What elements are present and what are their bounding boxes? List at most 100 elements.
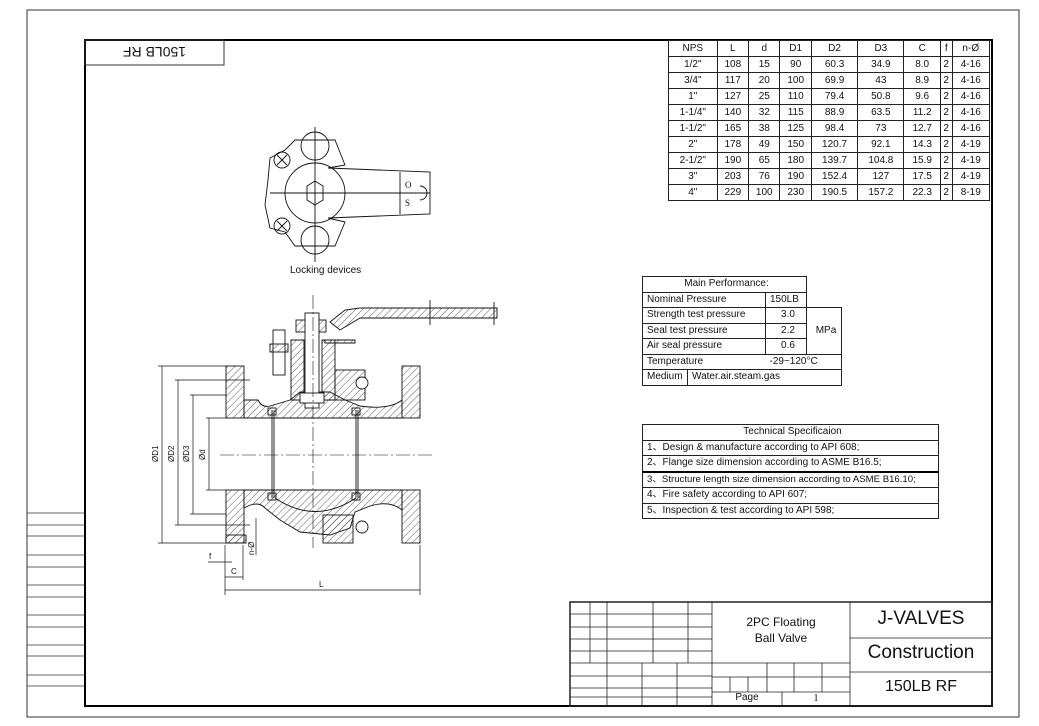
dim-f: f <box>209 552 212 561</box>
table-cell: 20 <box>748 72 781 89</box>
open-mark: O <box>405 180 412 190</box>
table-cell: 110 <box>779 88 812 105</box>
air-label: Air seal pressure <box>642 338 766 355</box>
table-cell: 34.9 <box>857 56 905 73</box>
inner-border <box>84 39 993 707</box>
table-cell: 65 <box>748 152 781 169</box>
table-cell: 49 <box>748 136 781 153</box>
rotated-size-label: 150LB RF <box>122 44 187 61</box>
table-cell: 50.8 <box>857 88 905 105</box>
table-cell: 8.0 <box>903 56 941 73</box>
pressure-unit: MPa <box>806 307 842 355</box>
header-cell: D2 <box>810 40 859 57</box>
locking-devices-caption: Locking devices <box>290 265 361 276</box>
table-cell: 8-19 <box>951 184 991 201</box>
table-cell: 2 <box>939 152 953 169</box>
table-cell: 127 <box>716 88 750 105</box>
pressure-rating: 150LB RF <box>884 678 958 695</box>
page-label: Page <box>735 692 759 703</box>
company-name: J-VALVES <box>877 608 965 629</box>
table-cell: 157.2 <box>857 184 905 201</box>
table-cell: 14.3 <box>903 136 941 153</box>
table-cell: 190 <box>716 152 750 169</box>
table-cell: 60.3 <box>810 56 859 73</box>
table-cell: 2" <box>668 136 718 153</box>
header-cell: f <box>939 40 953 57</box>
table-cell: 3" <box>668 168 718 185</box>
temperature-value: -29~120°C <box>765 353 842 370</box>
table-cell: 4" <box>668 184 718 201</box>
table-cell: 4-16 <box>951 104 991 121</box>
table-cell: 15.9 <box>903 152 941 169</box>
spec-item: 5、Inspection & test according to API 598… <box>642 502 939 519</box>
table-cell: 165 <box>716 120 750 137</box>
table-cell: 8.9 <box>903 72 941 89</box>
table-cell: 9.6 <box>903 88 941 105</box>
dim-D1: ØD1 <box>151 445 160 462</box>
table-cell: 117 <box>716 72 750 89</box>
dim-d: Ød <box>198 449 207 460</box>
product-name-line1: 2PC Floating <box>746 615 816 629</box>
seal-value: 2.2 <box>765 322 807 339</box>
table-cell: 229 <box>716 184 750 201</box>
table-cell: 2-1/2" <box>668 152 718 169</box>
table-cell: 88.9 <box>810 104 859 121</box>
table-cell: 11.2 <box>903 104 941 121</box>
page-number: 1 <box>813 693 819 704</box>
table-cell: 139.7 <box>810 152 859 169</box>
medium-label: Medium <box>642 369 688 386</box>
table-cell: 90 <box>779 56 812 73</box>
table-cell: 190.5 <box>810 184 859 201</box>
spec-item: 2、Flange size dimension according to ASM… <box>642 455 939 473</box>
table-cell: 104.8 <box>857 152 905 169</box>
table-cell: 1-1/2" <box>668 120 718 137</box>
table-cell: 203 <box>716 168 750 185</box>
performance-title: Main Performance: <box>642 276 807 293</box>
table-cell: 17.5 <box>903 168 941 185</box>
product-name-line2: Ball Valve <box>754 631 808 645</box>
table-cell: 4-16 <box>951 88 991 105</box>
strength-value: 3.0 <box>765 307 807 324</box>
spec-item: 1、Design & manufacture according to API … <box>642 439 939 456</box>
table-cell: 2 <box>939 184 953 201</box>
spec-item: 4、Fire safety according to API 607; <box>642 487 939 504</box>
title-block-grid <box>569 601 993 707</box>
header-cell: D3 <box>857 40 905 57</box>
table-cell: 76 <box>748 168 781 185</box>
header-cell: n-Ø <box>951 40 991 57</box>
table-cell: 98.4 <box>810 120 859 137</box>
table-cell: 178 <box>716 136 750 153</box>
table-cell: 152.4 <box>810 168 859 185</box>
table-cell: 2 <box>939 136 953 153</box>
table-cell: 2 <box>939 88 953 105</box>
medium-value: Water.air.steam.gas <box>687 369 842 386</box>
outer-border <box>26 9 1020 718</box>
table-cell: 120.7 <box>810 136 859 153</box>
dim-n: n-Ø <box>247 542 256 555</box>
spec-item: 3、Structure length size dimension accord… <box>642 471 939 488</box>
locking-device-view: O S <box>264 127 431 262</box>
table-cell: 3/4" <box>668 72 718 89</box>
dimension-labels: ØD1 ØD2 ØD3 Ød n-Ø f C L <box>151 445 324 589</box>
table-cell: 125 <box>779 120 812 137</box>
shut-mark: S <box>405 198 410 208</box>
left-revision-strip <box>27 512 85 687</box>
table-cell: 108 <box>716 56 750 73</box>
table-cell: 4-19 <box>951 168 991 185</box>
table-cell: 180 <box>779 152 812 169</box>
seal-label: Seal test pressure <box>642 322 766 339</box>
nominal-value: 150LB <box>765 291 807 308</box>
temperature-label: Temperature <box>642 353 766 370</box>
header-cell: NPS <box>668 40 718 57</box>
table-cell: 2 <box>939 120 953 137</box>
